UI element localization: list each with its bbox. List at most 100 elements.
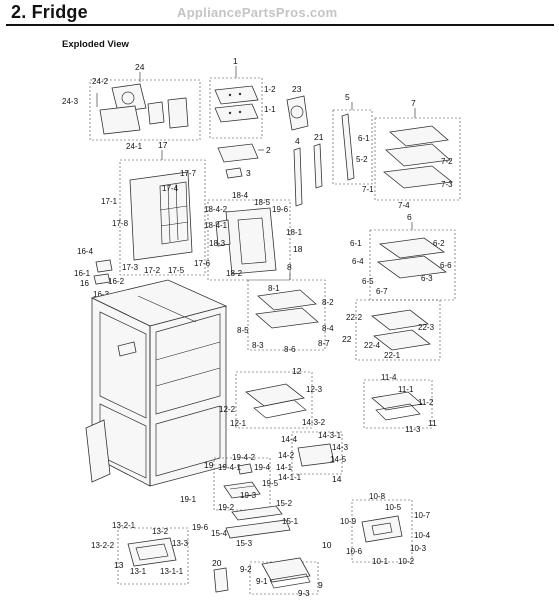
label-18-4-1: 18-4-1 <box>204 221 228 230</box>
label-10-1: 10-1 <box>372 557 389 566</box>
label-14-3-2: 14-3-2 <box>302 418 326 427</box>
part-group-15: 15-2 15-1 15-4 15-3 <box>211 499 299 548</box>
label-8: 8 <box>287 262 292 272</box>
label-13-2-1: 13-2-1 <box>112 521 136 530</box>
part-group-12: 12 12-3 12-2 12-1 <box>219 366 323 429</box>
label-10-2: 10-2 <box>398 557 415 566</box>
label-7-1: 7-1 <box>362 185 374 194</box>
label-17-6: 17-6 <box>194 259 211 268</box>
label-14: 14 <box>332 474 342 484</box>
label-8-1: 8-1 <box>268 284 280 293</box>
label-14-1-1: 14-1-1 <box>278 473 302 482</box>
label-10-3: 10-3 <box>410 544 427 553</box>
label-14-5: 14-5 <box>330 455 347 464</box>
label-16-2: 16-2 <box>108 277 125 286</box>
label-22-4: 22-4 <box>364 341 381 350</box>
label-19-3: 19-3 <box>240 491 257 500</box>
label-10-8: 10-8 <box>369 492 386 501</box>
watermark: AppliancePartsPros.com <box>177 5 338 20</box>
label-15-4: 15-4 <box>211 529 228 538</box>
label-4: 4 <box>295 136 300 146</box>
label-19-2: 19-2 <box>218 503 235 512</box>
label-1-2: 1-2 <box>264 85 276 94</box>
label-7-4: 7-4 <box>398 201 410 210</box>
label-23: 23 <box>292 84 302 94</box>
label-6-2: 6-2 <box>433 239 445 248</box>
label-13-1: 13-1 <box>130 567 147 576</box>
label-6-6: 6-6 <box>440 261 452 270</box>
label-19-4-1: 19-4-1 <box>218 463 242 472</box>
label-20: 20 <box>212 558 222 568</box>
label-8-2: 8-2 <box>322 298 334 307</box>
label-6-4: 6-4 <box>352 257 364 266</box>
label-10: 10 <box>322 540 332 550</box>
label-12-1: 12-1 <box>230 419 247 428</box>
label-8-6: 8-6 <box>284 345 296 354</box>
label-18-4-2: 18-4-2 <box>204 205 228 214</box>
label-9: 9 <box>318 580 323 590</box>
label-8-7: 8-7 <box>318 339 330 348</box>
label-10-6: 10-6 <box>346 547 363 556</box>
label-8-4: 8-4 <box>322 324 334 333</box>
label-17-8: 17-8 <box>112 219 129 228</box>
label-1-1: 1-1 <box>264 105 276 114</box>
part-group-10: 10-8 10-5 10-7 10-9 10-4 10 10-6 10-3 10… <box>322 492 431 566</box>
label-7: 7 <box>411 98 416 108</box>
label-24-3: 24-3 <box>62 97 79 106</box>
label-6-1-top: 6-1 <box>358 134 370 143</box>
label-11-1: 11-1 <box>398 385 414 394</box>
label-5-2: 5-2 <box>356 155 368 164</box>
label-18-3: 18-3 <box>209 239 226 248</box>
part-group-6: 6 6-1 6-2 6-4 6-6 6-3 6-5 6-7 <box>350 212 456 301</box>
label-15-2: 15-2 <box>276 499 293 508</box>
label-10-7: 10-7 <box>414 511 431 520</box>
part-group-7: 7 7-2 7-3 7-1 7-4 <box>362 98 461 210</box>
label-17-1: 17-1 <box>101 197 118 206</box>
part-group-8: 8 8-1 8-2 8-4 8-5 8-3 8-6 8-7 <box>237 262 334 354</box>
label-11-4: 11-4 <box>381 373 397 382</box>
label-18-1: 18-1 <box>286 228 303 237</box>
label-17-3: 17-3 <box>122 263 139 272</box>
label-12: 12 <box>292 366 302 376</box>
section-subtitle: Exploded View <box>62 39 129 50</box>
part-group-16: 16-4 16-1 16 16-2 16-3 <box>74 247 125 299</box>
label-19-4-2: 19-4-2 <box>232 453 256 462</box>
label-10-4: 10-4 <box>414 531 431 540</box>
label-16-3: 16-3 <box>93 290 110 299</box>
label-24-1: 24-1 <box>126 142 143 151</box>
label-22-2: 22-2 <box>346 313 363 322</box>
label-13-2-2: 13-2-2 <box>91 541 115 550</box>
label-19-5: 19-5 <box>262 479 279 488</box>
label-11-3: 11-3 <box>405 425 421 434</box>
label-17-2: 17-2 <box>144 266 161 275</box>
label-14-3-1: 14-3-1 <box>318 431 342 440</box>
part-group-14: 14-3-2 14-3-1 14-4 14-3 14-2 14-5 14-1 1… <box>276 418 349 484</box>
label-15-3: 15-3 <box>236 539 253 548</box>
label-18-2: 18-2 <box>226 269 243 278</box>
label-13-1-1: 13-1-1 <box>160 567 184 576</box>
label-17-7: 17-7 <box>180 169 197 178</box>
label-8-3: 8-3 <box>252 341 264 350</box>
label-2: 2 <box>266 145 271 155</box>
label-13: 13 <box>114 560 124 570</box>
label-16: 16 <box>80 279 89 288</box>
label-12-2: 12-2 <box>219 405 236 414</box>
label-12-3: 12-3 <box>306 385 323 394</box>
label-24: 24 <box>135 62 145 72</box>
label-9-2: 9-2 <box>240 565 252 574</box>
label-6-5: 6-5 <box>362 277 374 286</box>
title-rule <box>6 24 554 26</box>
label-16-4: 16-4 <box>77 247 94 256</box>
label-19-1: 19-1 <box>180 495 197 504</box>
label-6-3: 6-3 <box>421 274 433 283</box>
page-title: 2. Fridge <box>11 2 88 22</box>
part-group-1: 1 1-2 1-1 2 3 <box>209 56 276 179</box>
label-11-2: 11-2 <box>418 398 434 407</box>
part-group-13: 13-2-1 13-2 13-2-2 13-3 13 13-1 13-1-1 <box>91 521 189 585</box>
label-22-3: 22-3 <box>418 323 435 332</box>
label-13-3: 13-3 <box>172 539 189 548</box>
label-21: 21 <box>314 132 324 142</box>
label-17-4: 17-4 <box>162 184 179 193</box>
label-22-1: 22-1 <box>384 351 401 360</box>
part-group-22: 22-2 22-3 22 22-4 22-1 <box>342 299 441 361</box>
